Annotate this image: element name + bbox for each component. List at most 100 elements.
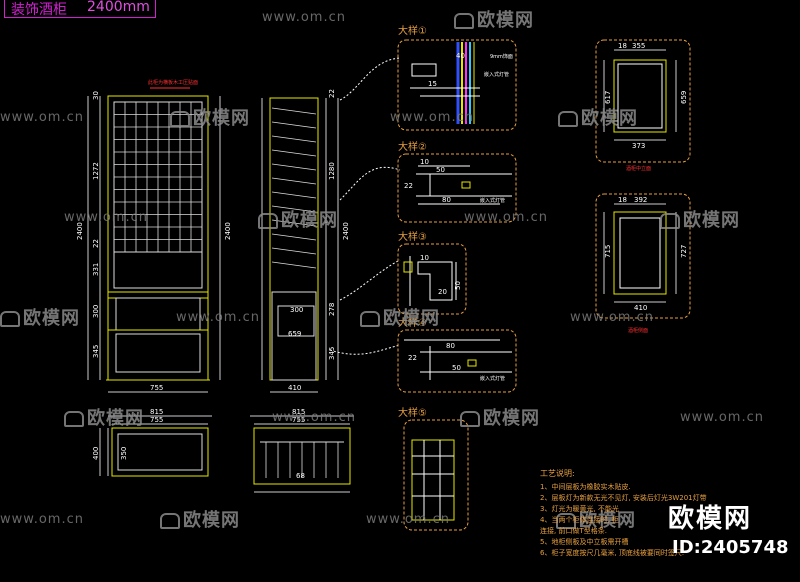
watermark-brand: 欧模网 <box>660 206 740 232</box>
detail4-dim-22: 22 <box>408 354 417 362</box>
detail-4 <box>404 339 512 380</box>
craft-note-line: 1、中间层板为橡胶实木贴皮. <box>540 483 631 491</box>
center-panel-h: 617 <box>604 91 612 104</box>
detail2-dim-10: 10 <box>420 158 429 166</box>
sofa-logo-icon <box>460 411 480 427</box>
side-dim-345: 345 <box>328 347 336 360</box>
sofa-logo-icon <box>558 111 578 127</box>
watermark-site: www.om.cn <box>176 310 260 325</box>
watermark-site: www.om.cn <box>570 310 654 325</box>
plan-top-dim: 815 <box>150 408 163 416</box>
side-panel-w2: 410 <box>634 304 647 312</box>
front-dim-22: 22 <box>92 239 100 248</box>
detail2-dim-50: 50 <box>436 166 445 174</box>
center-panel-w: 355 <box>632 42 645 50</box>
front-total-dim: 2400 <box>76 222 84 240</box>
bottle-slot <box>271 121 317 129</box>
craft-note-line: 5、地柜侧板及中立板需开槽 <box>540 538 629 546</box>
watermark-brand: 欧模网 <box>160 506 240 532</box>
panel-center-elevation <box>603 49 677 141</box>
detail-label-2: 大样② <box>398 140 427 153</box>
watermark-brand: 欧模网 <box>170 104 250 130</box>
watermark-site: www.om.cn <box>262 10 346 25</box>
watermark-brand: 欧模网 <box>460 404 540 430</box>
detail1-label-a: 9mm饰面 <box>490 53 513 60</box>
craft-notes: 工艺说明: 1、中间层板为橡胶实木贴皮. 2、层板灯为新款无光不见灯, 安装后灯… <box>540 468 790 559</box>
front-dim-331: 331 <box>92 263 100 276</box>
detail1-dim-15: 15 <box>428 80 437 88</box>
side-panel-h2: 727 <box>680 245 688 258</box>
bottle-slot <box>271 205 317 213</box>
detail-label-1: 大样① <box>398 24 427 37</box>
watermark-brand: 欧模网 <box>360 304 440 330</box>
watermark-site: www.om.cn <box>464 210 548 225</box>
detail3-dim-20: 20 <box>438 288 447 296</box>
detail-2 <box>416 165 512 205</box>
craft-note-line: 连接, 前口做T型格条. <box>540 527 607 535</box>
watermark-brand: 欧模网 <box>556 506 636 532</box>
front-dim-30: 30 <box>92 91 100 100</box>
craft-note-line: 6、柜子宽度按尺几毫米, 顶底线被要同时签尺. <box>540 549 685 557</box>
detail1-label-b: 嵌入式灯管 <box>484 71 509 78</box>
craft-note-line: 3、灯光为暖黄光, 不能光 <box>540 505 619 513</box>
front-dim-345: 345 <box>92 345 100 358</box>
front-elevation <box>87 87 221 393</box>
bottle-slot <box>271 233 317 241</box>
sofa-logo-icon <box>258 213 278 229</box>
watermark-brand: 欧模网 <box>64 404 144 430</box>
drawing-title-size: 2400mm <box>87 0 150 15</box>
detail4-label: 嵌入式灯管 <box>480 375 505 382</box>
watermark-site: www.om.cn <box>680 410 764 425</box>
front-dim-300: 300 <box>92 305 100 318</box>
watermark-site: www.om.cn <box>0 110 84 125</box>
sofa-logo-icon <box>660 213 680 229</box>
watermark-brand: 欧模网 <box>258 206 338 232</box>
sofa-logo-icon <box>170 111 190 127</box>
center-panel-h2: 659 <box>680 91 688 104</box>
sofa-logo-icon <box>556 513 576 529</box>
center-panel-small: 18 <box>618 42 627 50</box>
detail-1 <box>410 42 480 124</box>
detail3-dim-50: 50 <box>454 281 462 290</box>
plan-view-front <box>99 415 212 477</box>
detail2-dim-80: 80 <box>442 196 451 204</box>
watermark-brand: 欧模网 <box>454 6 534 32</box>
side-elevation <box>261 57 401 393</box>
plan-inner-dim: 755 <box>150 416 163 424</box>
drawing-title: 装饰酒柜 2400mm <box>4 0 156 18</box>
detail4-dim-50: 50 <box>452 364 461 372</box>
detail2-label: 嵌入式灯管 <box>480 197 505 204</box>
side-panel-w: 392 <box>634 196 647 204</box>
bottle-slot <box>271 149 317 157</box>
side-panel-caption: 酒柜侧面 <box>628 327 648 334</box>
side-inner-659: 659 <box>288 330 301 338</box>
watermark-site: www.om.cn <box>0 512 84 527</box>
detail-label-4: 大样④ <box>398 316 427 329</box>
watermark-site: www.om.cn <box>272 410 356 425</box>
detail-3 <box>403 256 457 306</box>
front-dim-1272: 1272 <box>92 162 100 180</box>
sofa-logo-icon <box>454 13 474 29</box>
detail4-dim-80: 80 <box>446 342 455 350</box>
bottle-slot <box>271 135 317 143</box>
bottle-slot <box>271 191 317 199</box>
detail3-dim-10: 10 <box>420 254 429 262</box>
front-bottom-dim: 755 <box>150 384 163 392</box>
detail1-dim-40: 40 <box>456 52 465 60</box>
craft-note-line: 4、当两个柜体连接时, 柜 <box>540 516 619 524</box>
detail-label-5: 大样⑤ <box>398 406 427 419</box>
side-inner-300: 300 <box>290 306 303 314</box>
side-panel-h: 715 <box>604 245 612 258</box>
detail2-dim-22: 22 <box>404 182 413 190</box>
plan2-bottom-dim: 68 <box>296 472 305 480</box>
front-total-right-dim: 2400 <box>224 222 232 240</box>
brand-watermark: 欧模网 <box>668 504 753 534</box>
sofa-logo-icon <box>360 311 380 327</box>
watermark-brand: 欧模网 <box>558 104 638 130</box>
watermark-site: www.om.cn <box>366 512 450 527</box>
plan-view-side <box>250 415 354 493</box>
bottle-slot <box>271 163 317 171</box>
bottle-slot <box>271 177 317 185</box>
